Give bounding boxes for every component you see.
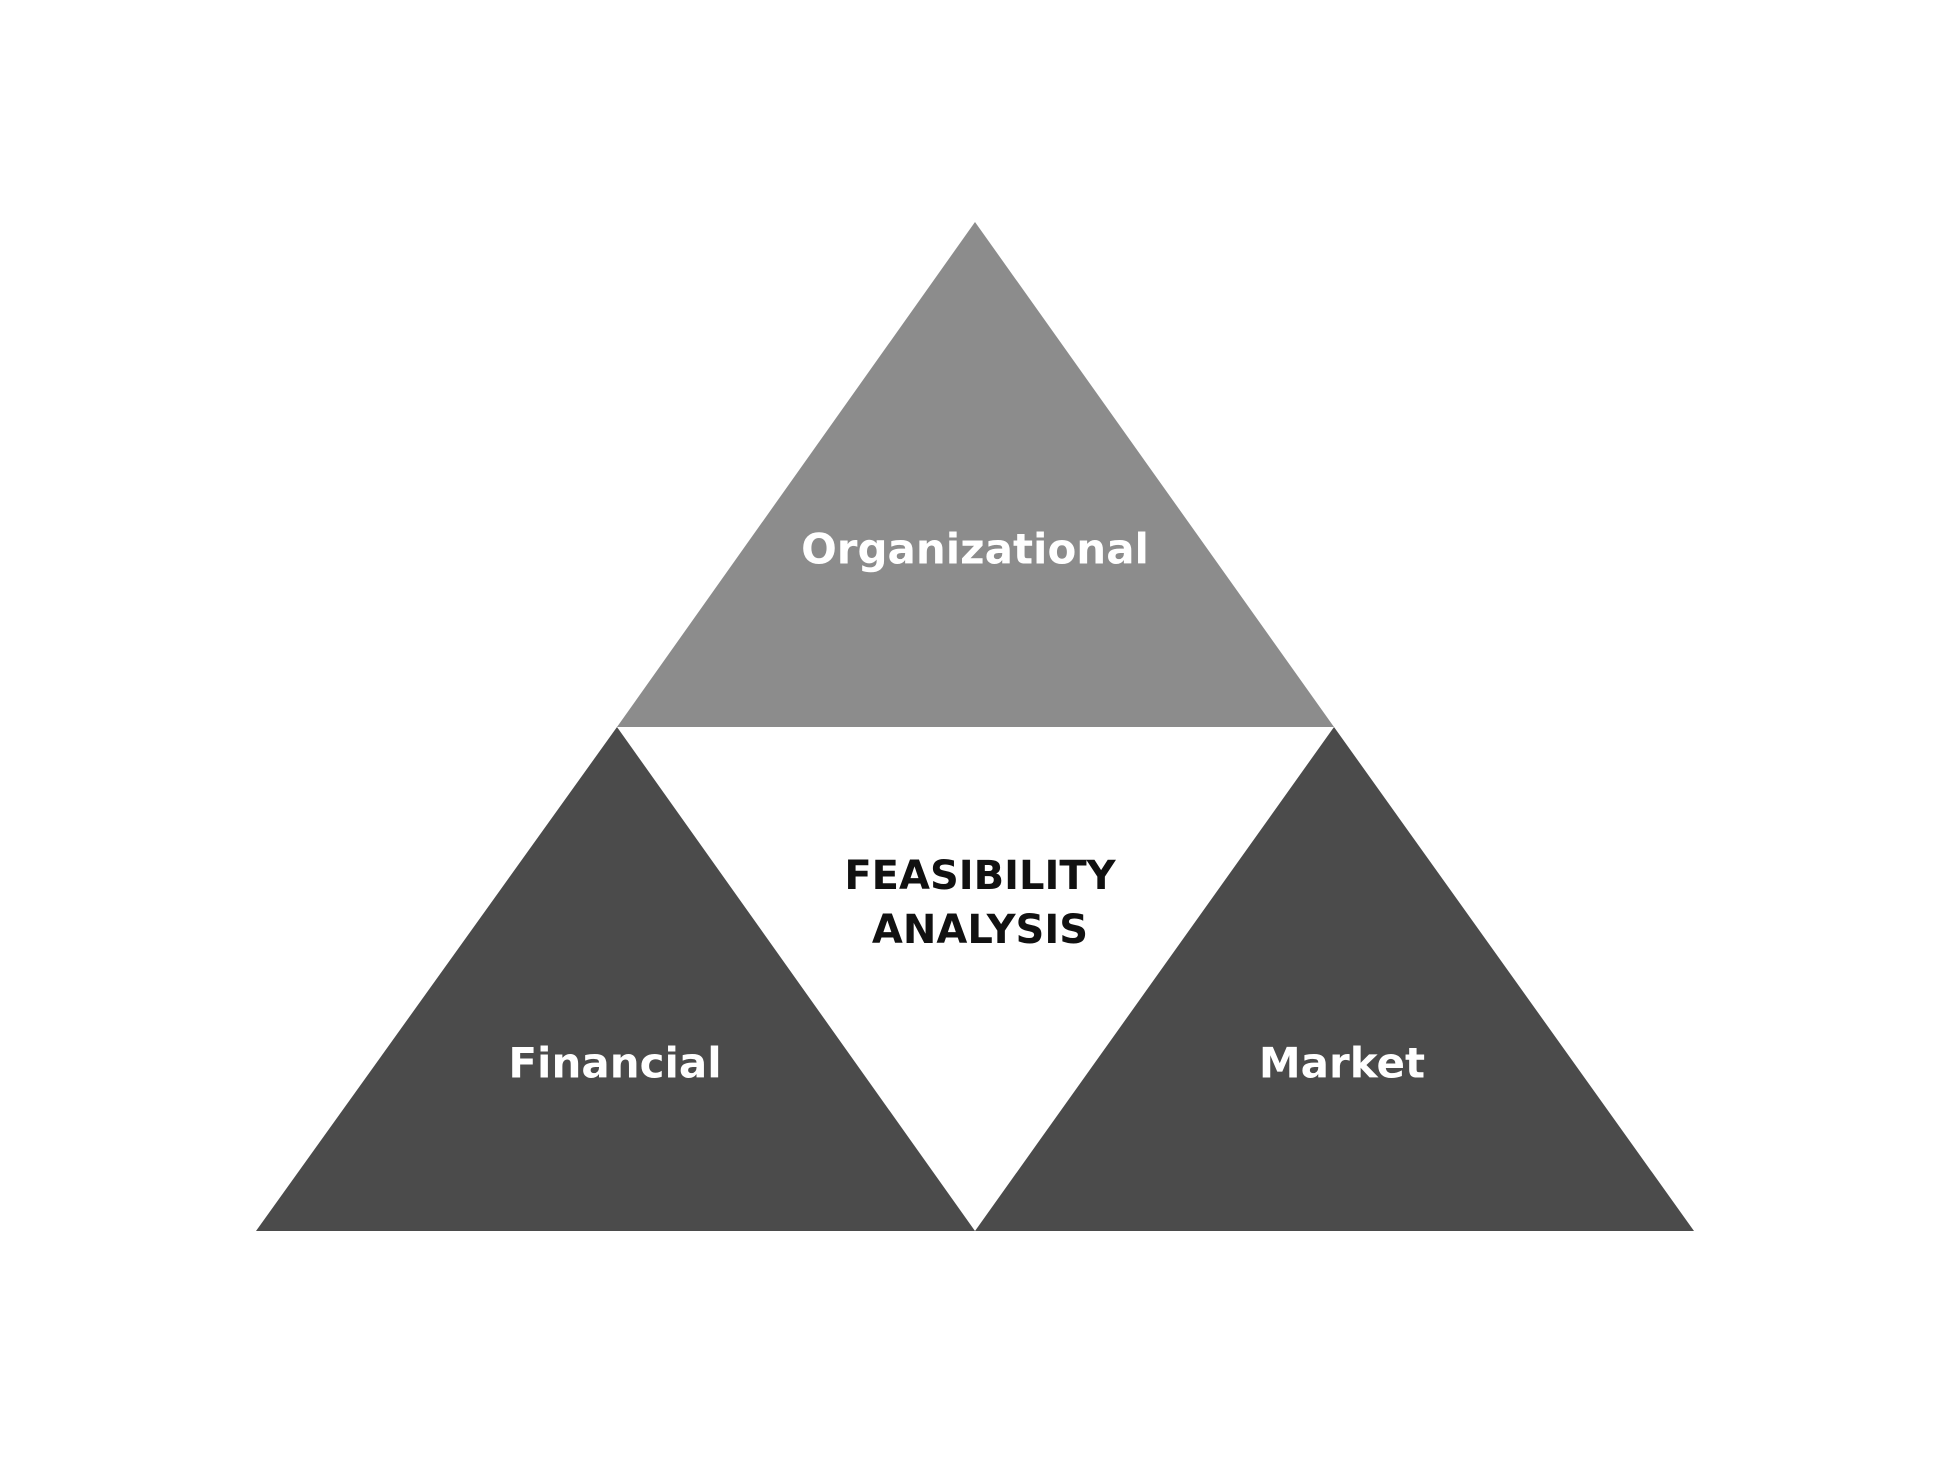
- organizational-triangle: [617, 222, 1334, 727]
- organizational-label: Organizational: [801, 524, 1149, 574]
- financial-triangle: [256, 727, 975, 1231]
- center-title-line1: FEASIBILITY: [844, 853, 1116, 899]
- center-title: FEASIBILITY ANALYSIS: [844, 849, 1115, 957]
- center-title-line2: ANALYSIS: [871, 907, 1089, 953]
- financial-label: Financial: [508, 1038, 722, 1088]
- market-triangle: [975, 727, 1694, 1231]
- market-label: Market: [1258, 1038, 1426, 1088]
